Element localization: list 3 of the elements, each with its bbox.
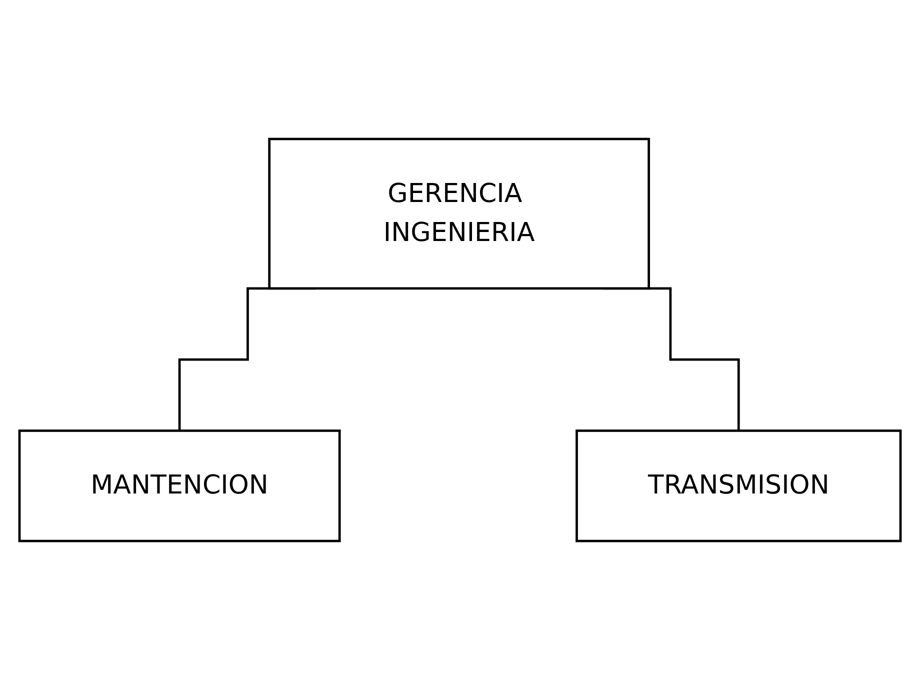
node-box: GERENCIA INGENIERIA (268, 138, 650, 290)
node-box: TRANSMISION (576, 430, 902, 542)
node-box: MANTENCION (18, 430, 341, 542)
